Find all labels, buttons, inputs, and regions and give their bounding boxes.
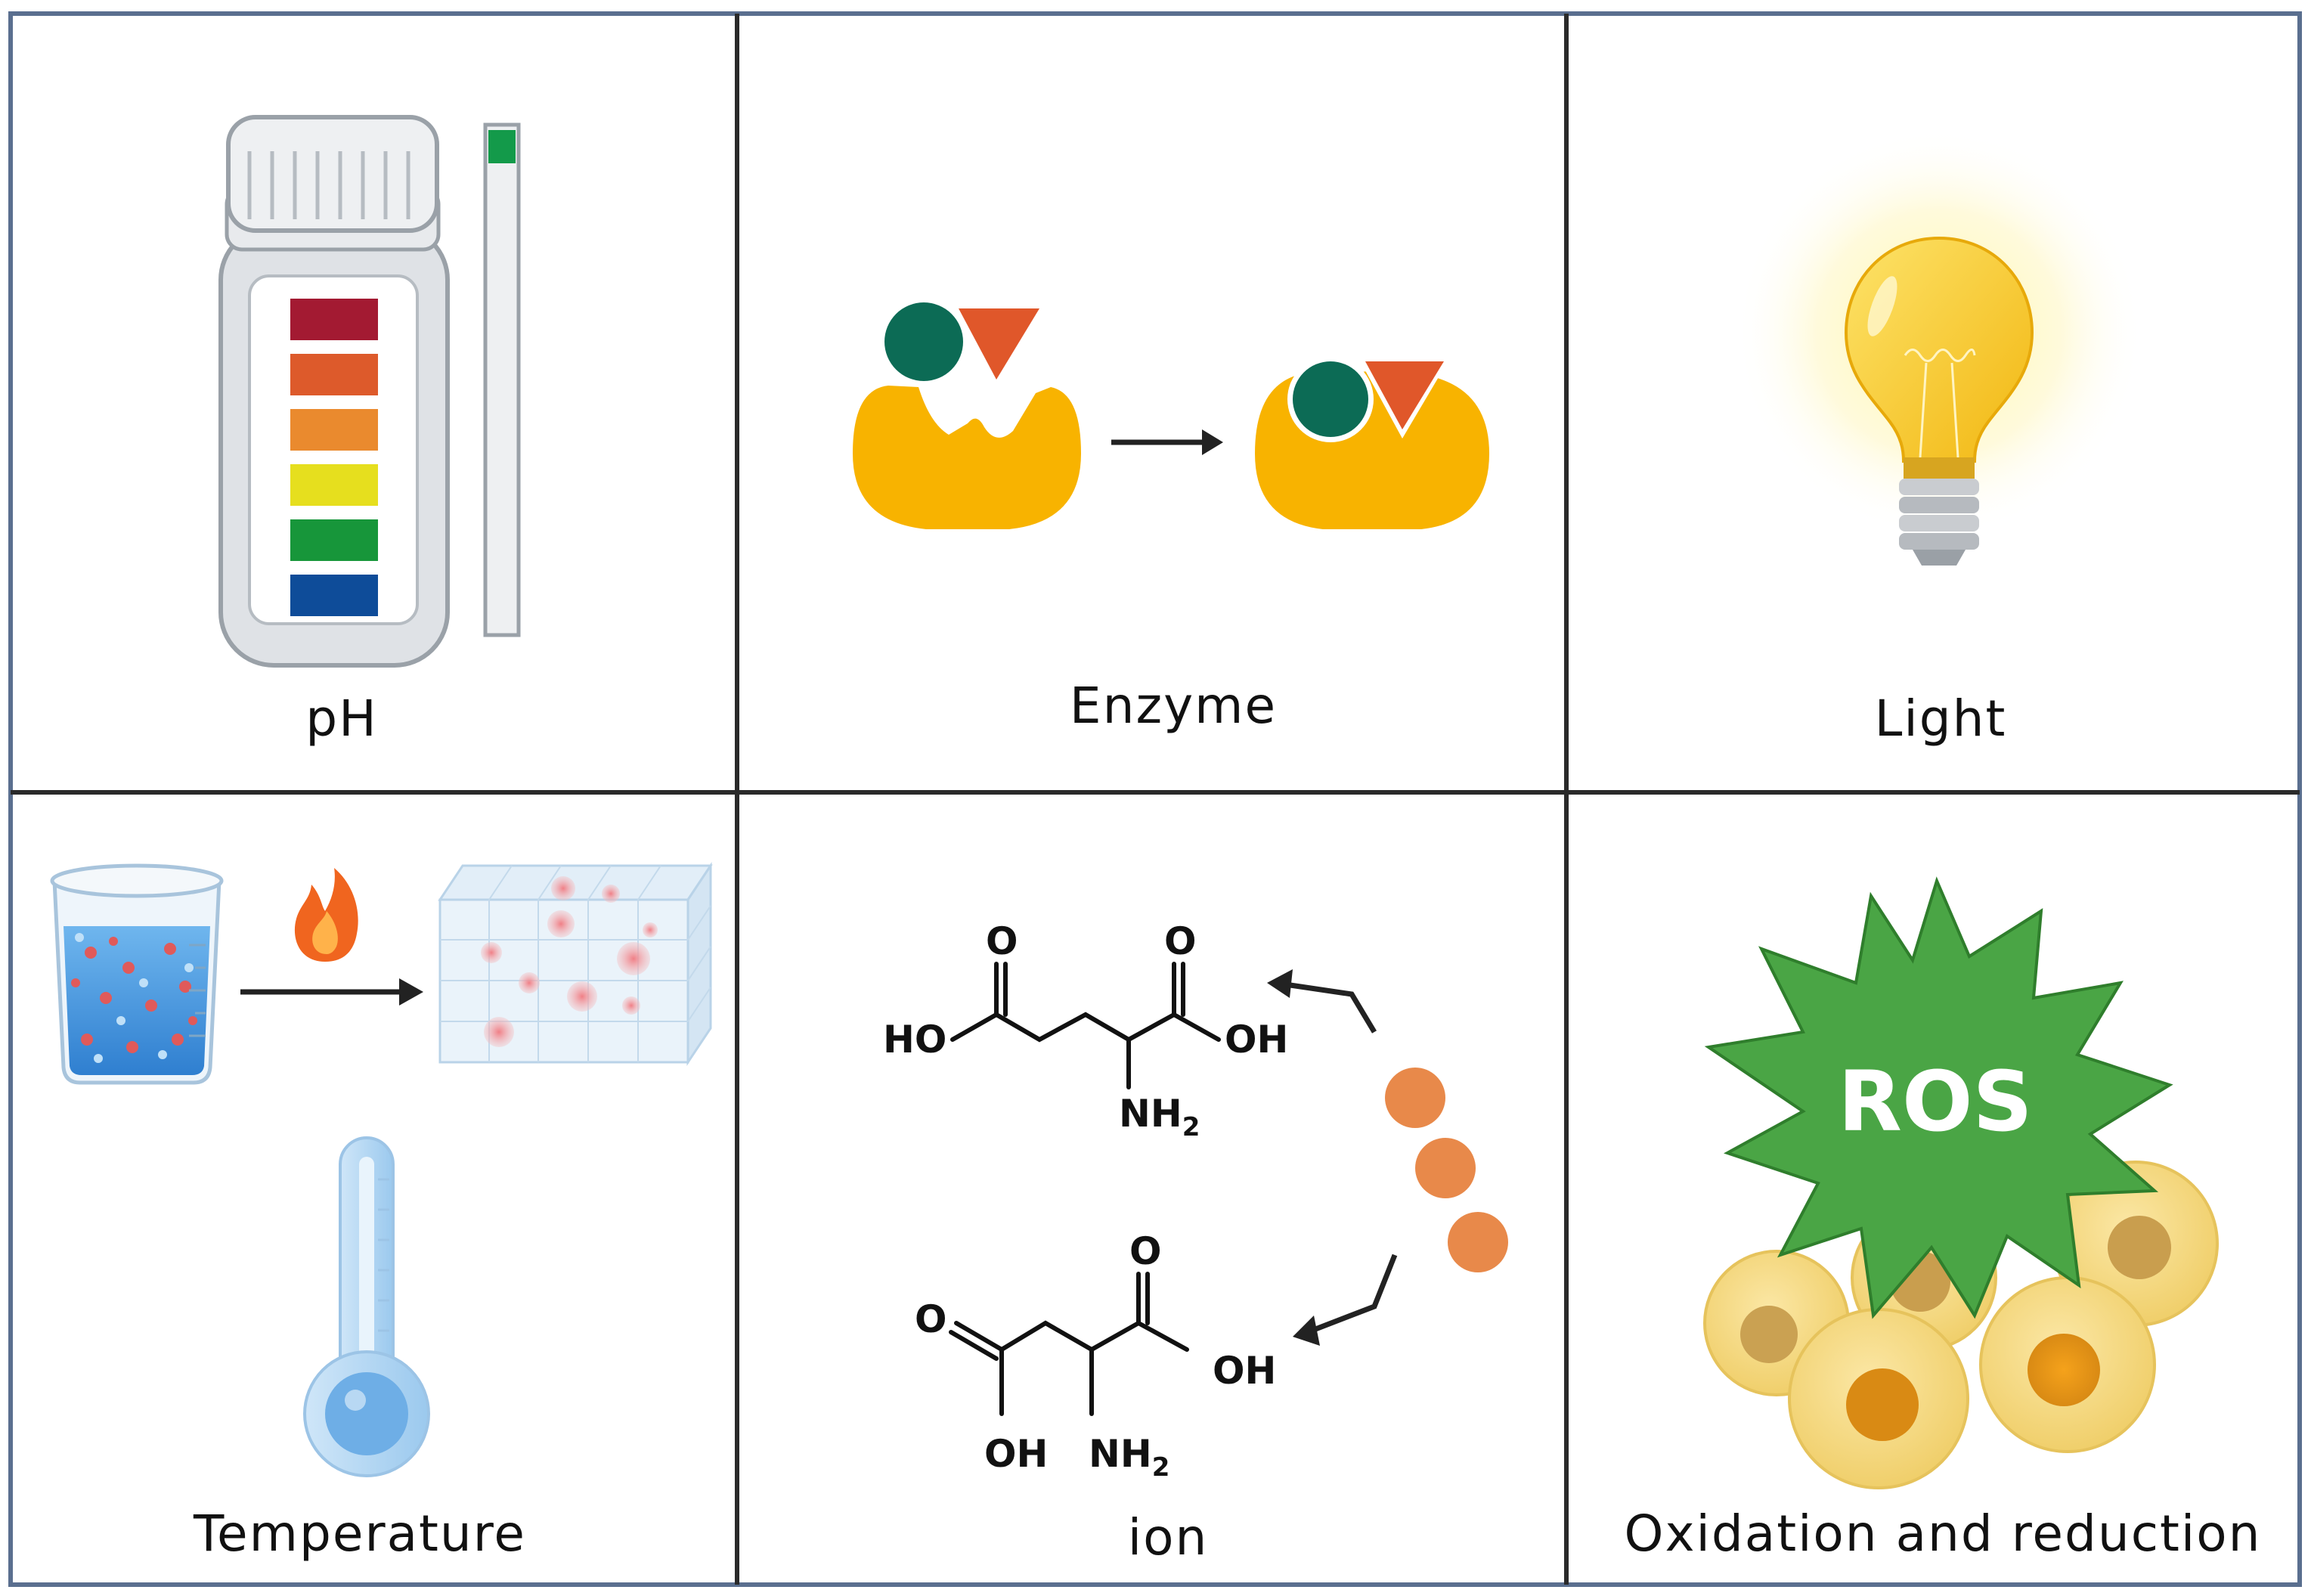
hydrogel-cube-icon <box>438 862 713 1066</box>
redox-label: Oxidation and reduction <box>1624 1505 2262 1563</box>
glutamate-structure <box>950 962 1221 1089</box>
ion-ball-3 <box>1448 1212 1508 1272</box>
enzyme-unbound-icon <box>853 302 1081 529</box>
ph-band-2 <box>290 354 378 395</box>
bound-substrate-circle-icon <box>1293 361 1368 437</box>
redox-panel: ROS <box>1703 876 2219 1489</box>
glutamate-nh2: NH2 <box>1119 1092 1200 1142</box>
flame-icon <box>294 868 358 962</box>
ph-band-5 <box>290 519 378 561</box>
heat-arrow-icon <box>240 978 423 1006</box>
ph-band-1 <box>290 299 378 340</box>
ph-band-6 <box>290 575 378 616</box>
enzyme-bound-icon <box>1255 355 1489 529</box>
ph-band-3 <box>290 409 378 451</box>
glutamate-o-left: O <box>986 919 1018 963</box>
ion-panel: O O HO OH NH2 O O OH OH NH2 <box>883 919 1508 1483</box>
ion-label: ion <box>1127 1508 1209 1567</box>
temperature-label: Temperature <box>193 1505 527 1563</box>
thermometer-icon <box>303 1136 430 1477</box>
substrate-triangle-icon <box>959 308 1039 380</box>
ph-band-4 <box>290 464 378 506</box>
light-panel <box>1735 129 2143 566</box>
aspartate-oh-bottom: OH <box>984 1432 1048 1476</box>
ion-arrow-top-icon <box>1267 969 1377 1034</box>
aspartate-o-left: O <box>915 1297 947 1341</box>
outer-border <box>8 11 2302 1587</box>
substrate-circle-icon <box>884 302 963 381</box>
ros-label: ROS <box>1838 1053 2032 1150</box>
aspartate-o-top: O <box>1129 1229 1162 1273</box>
ph-test-strip-icon <box>483 122 521 637</box>
ion-ball-1 <box>1385 1068 1445 1128</box>
reaction-arrow-icon <box>1111 429 1223 455</box>
ph-bottle-icon <box>218 115 450 668</box>
aspartate-nh2: NH2 <box>1089 1432 1169 1483</box>
aspartate-structure <box>949 1272 1189 1416</box>
ion-ball-2 <box>1415 1138 1476 1198</box>
ph-label: pH <box>305 690 378 748</box>
enzyme-label: Enzyme <box>1069 677 1278 735</box>
temperature-panel <box>50 862 713 1477</box>
ph-panel <box>218 115 521 668</box>
aspartate-oh-right: OH <box>1213 1349 1276 1393</box>
light-bulb-icon <box>1844 236 2034 566</box>
glutamate-oh: OH <box>1225 1018 1288 1061</box>
glutamate-ho: HO <box>883 1018 946 1061</box>
glutamate-o-right: O <box>1164 919 1197 963</box>
ros-burst-icon: ROS <box>1704 876 2173 1319</box>
bound-substrate-triangle-icon <box>1365 361 1444 429</box>
beaker-icon <box>50 863 224 1085</box>
ion-arrow-bottom-icon <box>1293 1254 1398 1346</box>
light-label: Light <box>1874 690 2007 748</box>
enzyme-panel <box>853 302 1489 529</box>
